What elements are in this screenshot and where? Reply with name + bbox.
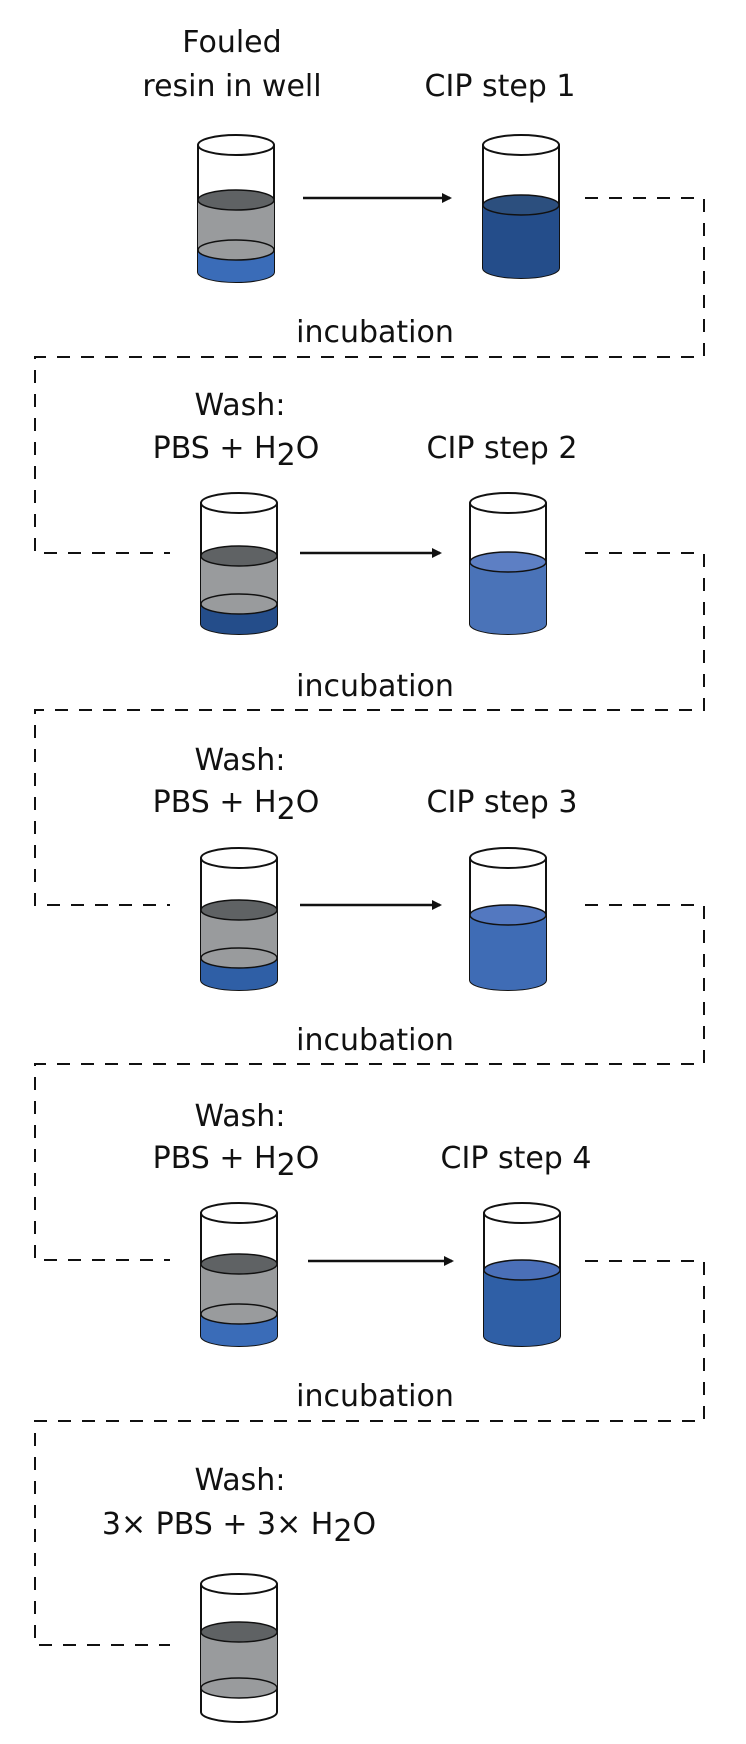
wash-label-final: Wash: [195, 1463, 286, 1498]
wash-well-4 [200, 1202, 278, 1347]
wash-label-3: Wash: [195, 743, 286, 778]
wash-formula-4: PBS + H2O [153, 1141, 320, 1183]
dashed-path-4 [34, 1260, 705, 1646]
wash-label-4: Wash: [195, 1099, 286, 1134]
wash-label-2: Wash: [195, 388, 286, 423]
cip-step-4-well [483, 1202, 561, 1347]
cip-step-2-label: CIP step 2 [427, 431, 578, 466]
cip-step-1-label: CIP step 1 [425, 69, 576, 104]
dashed-path-2 [34, 552, 705, 906]
cip-step-3-well [469, 847, 547, 991]
incubation-label-3: incubation [296, 1023, 454, 1058]
fouled-label-line1: Fouled [182, 25, 281, 60]
dashed-path-1 [34, 197, 705, 554]
incubation-label-4: incubation [296, 1379, 454, 1414]
wash-formula-3: PBS + H2O [153, 785, 320, 827]
incubation-label-1: incubation [296, 315, 454, 350]
dashed-path-3 [34, 904, 705, 1261]
fouled-resin-well [197, 134, 275, 283]
cip-step-1-well [482, 134, 560, 279]
wash-well-3 [200, 847, 278, 991]
wash-formula-2: PBS + H2O [153, 431, 320, 473]
incubation-label-2: incubation [296, 669, 454, 704]
wash-well-2 [200, 492, 278, 635]
final-wash-formula: 3× PBS + 3× H2O [102, 1507, 376, 1549]
cip-step-2-well [469, 492, 547, 635]
cip-step-4-label: CIP step 4 [441, 1141, 592, 1176]
cip-step-3-label: CIP step 3 [427, 785, 578, 820]
fouled-label-line2: resin in well [142, 69, 321, 104]
final-wash-well [200, 1573, 278, 1723]
